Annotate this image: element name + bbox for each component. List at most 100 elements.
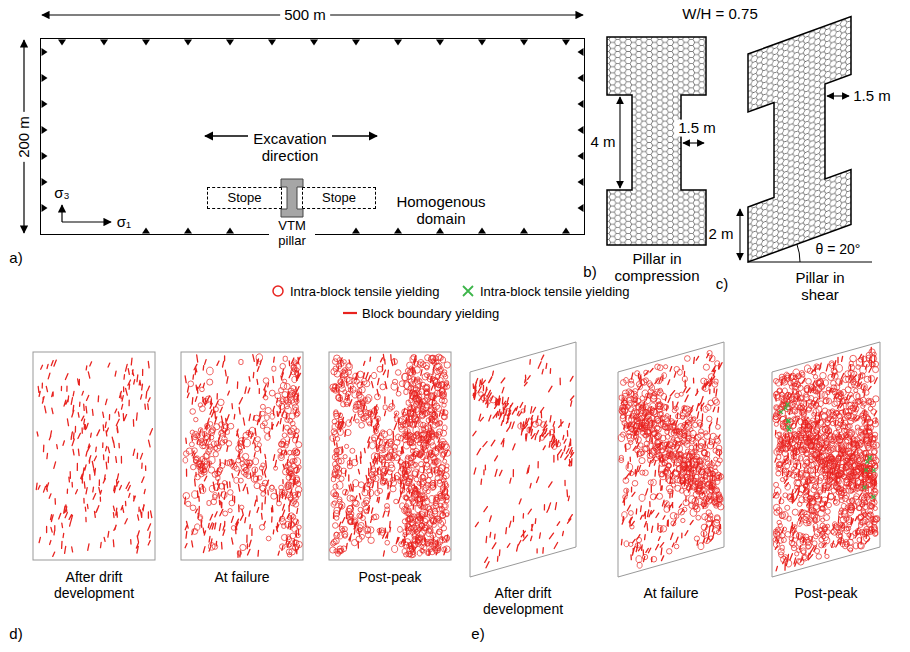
support-triangle <box>578 126 584 134</box>
legend-entry: Intra-block tensile yielding <box>271 282 440 300</box>
vtm-pillar: VTM pillar <box>281 179 303 217</box>
support-triangle <box>268 40 276 46</box>
support-triangle <box>436 40 444 46</box>
support-triangle <box>562 228 570 234</box>
support-triangle <box>520 228 528 234</box>
angle-line <box>748 262 872 263</box>
label: 1.5 m <box>674 120 720 137</box>
result-panel <box>181 352 303 560</box>
support-triangle <box>436 228 444 234</box>
pillar-label: VTM pillar <box>269 219 315 248</box>
panel-letter: e) <box>471 626 484 643</box>
stope-box: Stope <box>207 187 282 209</box>
block-boundary-yield <box>773 347 877 571</box>
label: 500 m <box>280 7 330 24</box>
support-triangle <box>352 228 360 234</box>
legend-text: Block boundary yielding <box>362 306 499 321</box>
result-panel <box>618 342 724 577</box>
region-label: Homogenous domain <box>391 194 491 228</box>
direction-arrow <box>332 135 377 136</box>
panel-letter: c) <box>716 276 729 293</box>
support-triangle <box>58 40 66 46</box>
support-triangle <box>142 40 150 46</box>
dimension-arrow <box>827 95 849 96</box>
support-triangle <box>226 228 234 234</box>
panel-letter: d) <box>9 626 22 643</box>
intra-block-yield <box>330 354 451 558</box>
block-boundary-yield <box>185 355 301 558</box>
label: 4 m <box>590 134 615 151</box>
stope-label: Stope <box>228 191 262 206</box>
result-panel <box>470 342 576 577</box>
pillar-shape <box>281 179 303 217</box>
support-triangle <box>184 40 192 46</box>
label: σ₁ <box>117 214 131 231</box>
support-triangle <box>42 152 48 160</box>
stope-box: Stope <box>302 187 376 209</box>
support-triangle <box>42 100 48 108</box>
support-triangle <box>478 40 486 46</box>
support-triangle <box>226 40 234 46</box>
label: After drift development <box>473 586 573 617</box>
support-triangle <box>352 40 360 46</box>
support-triangle <box>42 178 48 186</box>
support-triangle <box>578 204 584 212</box>
support-triangle <box>578 48 584 56</box>
support-triangle <box>184 228 192 234</box>
legend-entry: Intra-block tensile yielding <box>461 282 630 300</box>
label: 1.5 m <box>853 88 891 105</box>
legend-symbol <box>343 312 357 314</box>
legend-symbol <box>273 286 283 296</box>
pillar-mesh <box>607 37 706 245</box>
support-triangle <box>578 100 584 108</box>
result-panel <box>329 352 451 560</box>
label: Excavation direction <box>245 131 335 165</box>
label: At failure <box>192 570 292 586</box>
panel-letter: b) <box>583 264 596 281</box>
intra-block-yield-cross <box>779 403 876 500</box>
legend-entry: Block boundary yielding <box>343 304 499 322</box>
legend-symbol <box>461 284 475 298</box>
label: Post-peak <box>776 586 876 602</box>
stress-axis <box>62 221 111 222</box>
support-triangle <box>520 40 528 46</box>
support-triangle <box>42 126 48 134</box>
support-triangle <box>100 40 108 46</box>
support-triangle <box>142 228 150 234</box>
label: 2 m <box>708 226 733 243</box>
support-triangle <box>478 228 486 234</box>
support-triangle <box>394 40 402 46</box>
support-triangle <box>578 74 584 82</box>
dimension-arrow <box>739 209 740 260</box>
dimension-arrow <box>683 142 704 143</box>
block-boundary-yield <box>473 355 574 568</box>
label: Pillar in shear <box>782 270 858 304</box>
angle-arc <box>797 244 800 262</box>
stress-axis <box>61 205 62 222</box>
block-boundary-yield <box>333 355 448 557</box>
support-triangle <box>578 152 584 160</box>
panel-letter: a) <box>9 250 22 267</box>
support-triangle <box>42 204 48 212</box>
label: σ₃ <box>54 185 69 202</box>
label: θ = 20° <box>816 242 861 258</box>
pillar-shape <box>281 179 303 217</box>
support-triangle <box>578 178 584 186</box>
label: Pillar in compression <box>609 251 705 285</box>
label: W/H = 0.75 <box>682 6 757 23</box>
legend-symbol <box>463 286 473 296</box>
support-triangle <box>562 40 570 46</box>
intra-block-yield <box>183 354 302 557</box>
support-triangle <box>42 74 48 82</box>
intra-block-yield <box>618 351 724 569</box>
direction-arrow <box>205 135 248 136</box>
boundary-supports <box>42 40 584 234</box>
pillar-mesh <box>748 17 851 263</box>
block-boundary-yield <box>621 354 722 562</box>
block-boundary-yield <box>36 358 152 556</box>
result-panel <box>33 352 155 560</box>
result-panel <box>772 342 880 577</box>
dimension-arrow <box>619 97 620 188</box>
